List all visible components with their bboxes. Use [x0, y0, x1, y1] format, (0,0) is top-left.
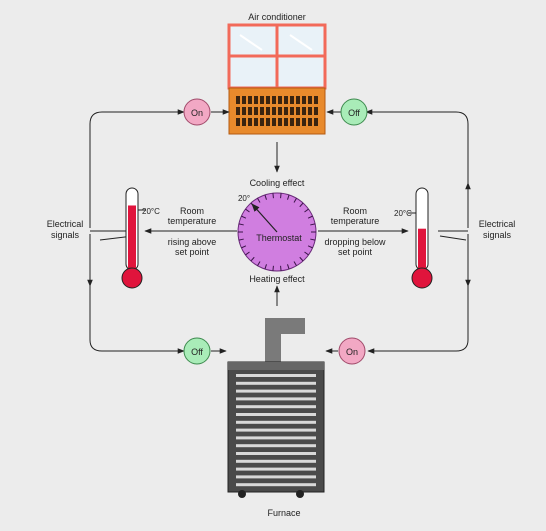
- left-thermometer-reading: 20°C: [142, 207, 160, 216]
- switch-furnace-left: Off: [183, 337, 211, 365]
- air-conditioner-label: Air conditioner: [248, 12, 306, 22]
- cooling-effect-label: Cooling effect: [250, 178, 305, 188]
- signal-wires: [87, 109, 471, 354]
- switch-ac-right-label: Off: [348, 108, 360, 118]
- svg-text:signals: signals: [483, 230, 512, 240]
- svg-text:set point: set point: [338, 247, 373, 257]
- switch-furnace-right: On: [338, 337, 366, 365]
- svg-text:dropping below: dropping below: [324, 237, 386, 247]
- furnace-fins: [236, 374, 316, 487]
- thermometer-left: [121, 187, 146, 289]
- svg-text:signals: signals: [51, 230, 80, 240]
- switch-ac-left: On: [183, 98, 211, 126]
- svg-text:rising above: rising above: [168, 237, 217, 247]
- switch-furnace-right-label: On: [346, 347, 358, 357]
- furnace-label: Furnace: [267, 508, 300, 518]
- thermostat-label: Thermostat: [256, 233, 302, 243]
- svg-text:set point: set point: [175, 247, 210, 257]
- svg-text:Room: Room: [343, 206, 367, 216]
- ac-grill: [236, 96, 318, 126]
- switch-furnace-left-label: Off: [191, 347, 203, 357]
- furnace-icon: [227, 318, 325, 498]
- switch-ac-right: Off: [340, 98, 368, 126]
- left-condition-label: Room temperature rising above set point: [168, 206, 217, 257]
- right-condition-label: Room temperature dropping below set poin…: [324, 206, 386, 257]
- thermostat-dial: [237, 192, 317, 272]
- svg-text:temperature: temperature: [331, 216, 380, 226]
- electrical-signals-right: Electrical signals: [479, 219, 516, 240]
- switch-ac-left-label: On: [191, 108, 203, 118]
- right-thermometer-reading: 20°C: [394, 209, 412, 218]
- thermometer-right: [408, 187, 433, 289]
- svg-text:temperature: temperature: [168, 216, 217, 226]
- heating-effect-label: Heating effect: [249, 274, 305, 284]
- air-conditioner-icon: [227, 23, 327, 135]
- svg-text:Room: Room: [180, 206, 204, 216]
- dial-setpoint-label: 20°: [238, 194, 250, 203]
- electrical-signals-left: Electrical signals: [47, 219, 84, 240]
- svg-text:Electrical: Electrical: [479, 219, 516, 229]
- svg-text:Electrical: Electrical: [47, 219, 84, 229]
